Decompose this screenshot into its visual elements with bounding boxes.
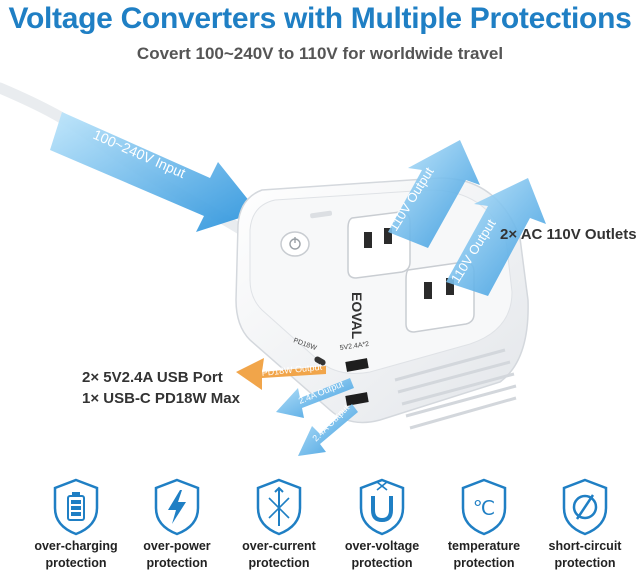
indicator-led	[310, 210, 333, 219]
feature-outlets: 2× AC 110V Outlets	[500, 226, 637, 243]
usb-c-arrow	[236, 358, 326, 390]
power-switch	[280, 231, 310, 257]
protection-label-line1: short-circuit	[548, 539, 622, 553]
magnet-icon	[359, 478, 405, 536]
protection-label-line2: protection	[554, 556, 616, 570]
output-arrow-2	[446, 178, 546, 296]
protection-label-line1: over-power	[143, 539, 211, 553]
protection-label-line2: protection	[45, 556, 107, 570]
svg-text:℃: ℃	[473, 498, 495, 520]
feature-usb-c: 1× USB-C PD18W Max	[82, 390, 240, 407]
protection-over-charging: over-charging protection	[21, 478, 131, 570]
short-circuit-icon	[562, 478, 608, 536]
protection-over-current: over-current protection	[224, 478, 334, 570]
page-title: Voltage Converters with Multiple Protect…	[8, 2, 632, 35]
protection-label-line2: protection	[146, 556, 208, 570]
protection-over-voltage: over-voltage protection	[327, 478, 437, 570]
celsius-icon: ℃	[461, 478, 507, 536]
protection-label-line2: protection	[351, 556, 413, 570]
protection-label-line1: over-current	[242, 539, 316, 553]
protection-label-line1: over-charging	[34, 539, 118, 553]
battery-icon	[53, 478, 99, 536]
current-icon	[256, 478, 302, 536]
brand-logo: EOVAL	[349, 292, 365, 340]
page-subtitle: Covert 100~240V to 110V for worldwide tr…	[136, 44, 504, 63]
protection-over-power: over-power protection	[122, 478, 232, 570]
feature-usb-ports: 2× 5V2.4A USB Port	[82, 369, 223, 386]
output-arrow-1	[388, 140, 480, 248]
protection-label-line2: protection	[248, 556, 310, 570]
protection-temperature: ℃ temperature protection	[429, 478, 539, 570]
lightning-icon	[154, 478, 200, 536]
usb-port-1	[345, 358, 369, 372]
usb-arrow-2	[298, 404, 358, 456]
protection-label-line1: temperature	[447, 539, 521, 553]
input-arrow	[50, 112, 258, 232]
protection-label-line2: protection	[453, 556, 515, 570]
port-label-usb: 5V2.4A*2	[339, 341, 369, 352]
protection-short-circuit: short-circuit protection	[530, 478, 640, 570]
usb-arrow-1	[276, 378, 354, 418]
usb-c-port	[314, 356, 326, 366]
protection-label-line1: over-voltage	[344, 539, 420, 553]
side-vents	[394, 348, 517, 430]
usb-port-2	[345, 392, 369, 406]
product-illustration: 100~240V Input EOVAL PD18W 5V2.4A*2 110V…	[0, 82, 546, 456]
